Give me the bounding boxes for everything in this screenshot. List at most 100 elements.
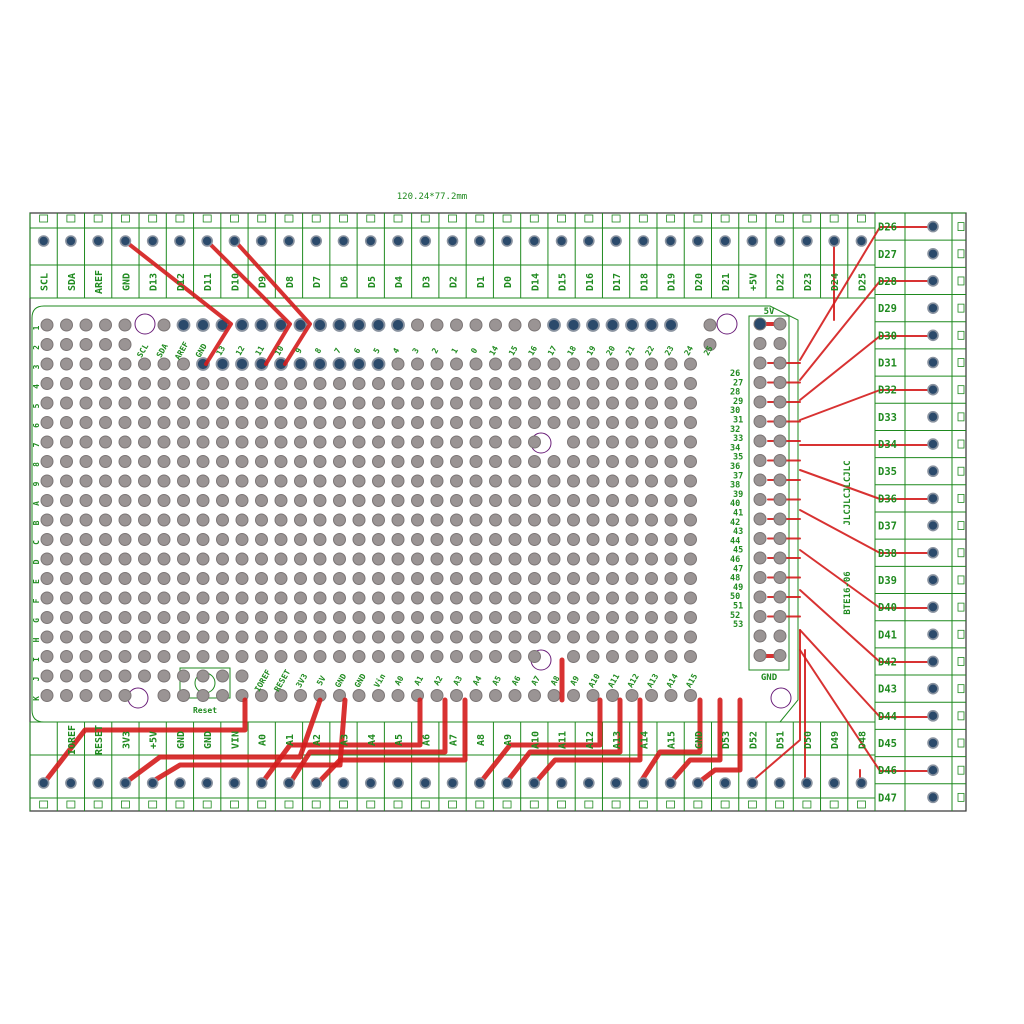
proto-hole bbox=[606, 630, 619, 644]
board-dimensions: 120.24*77.2mm bbox=[397, 192, 467, 202]
top-terminal-label: SDA bbox=[67, 273, 78, 291]
proto-hole bbox=[391, 435, 405, 449]
proto-hole bbox=[450, 474, 463, 488]
top-terminal-label: D7 bbox=[312, 276, 323, 288]
board-outline bbox=[29, 212, 967, 812]
proto-hole bbox=[79, 630, 93, 644]
proto-hole bbox=[177, 513, 190, 527]
proto-hole bbox=[606, 455, 619, 468]
double-header-label: 33 bbox=[733, 434, 743, 444]
proto-hole bbox=[99, 630, 112, 644]
proto-hole bbox=[684, 591, 697, 605]
proto-hole bbox=[235, 650, 249, 663]
proto-hole bbox=[645, 435, 658, 449]
proto-hole bbox=[411, 513, 424, 527]
proto-hole bbox=[79, 416, 93, 429]
trace bbox=[799, 469, 934, 500]
terminal-pad bbox=[746, 235, 759, 247]
double-header-label: 26 bbox=[730, 369, 740, 379]
terminal-pad bbox=[146, 777, 159, 789]
proto-hole bbox=[547, 611, 561, 624]
proto-hole bbox=[664, 630, 678, 644]
proto-hole bbox=[430, 396, 444, 410]
proto-hole bbox=[313, 377, 327, 390]
proto-hole bbox=[255, 513, 268, 527]
proto-grid bbox=[40, 318, 717, 702]
terminal-tab bbox=[121, 214, 130, 223]
terminal-tab bbox=[957, 657, 965, 666]
proto-hole bbox=[235, 435, 249, 449]
proto-hole bbox=[664, 572, 678, 585]
proto-hole bbox=[430, 591, 444, 605]
row-label: G bbox=[32, 618, 41, 623]
terminal-pad bbox=[310, 235, 323, 247]
proto-hole bbox=[625, 396, 639, 410]
terminal-pad bbox=[927, 546, 939, 559]
top-terminal-label: D14 bbox=[530, 273, 541, 291]
proto-hole bbox=[235, 591, 249, 605]
top-terminal-label: D10 bbox=[230, 273, 241, 291]
proto-hole bbox=[60, 455, 73, 468]
proto-hole bbox=[196, 377, 210, 390]
top-terminal-label: D18 bbox=[639, 273, 650, 291]
terminal-tab bbox=[638, 214, 648, 223]
proto-hole bbox=[645, 533, 658, 546]
proto-hole bbox=[508, 474, 522, 488]
bottom-terminal-label: A10 bbox=[530, 731, 541, 749]
proto-hole bbox=[528, 533, 541, 546]
proto-hole bbox=[371, 318, 386, 332]
terminal-tab bbox=[448, 214, 457, 223]
proto-hole bbox=[606, 552, 619, 566]
proto-hole bbox=[450, 611, 463, 624]
proto-hole bbox=[606, 416, 619, 429]
terminal-tab bbox=[957, 602, 965, 612]
proto-hole bbox=[40, 318, 54, 332]
proto-hole bbox=[118, 513, 132, 527]
header-label: A13 bbox=[645, 672, 660, 689]
proto-hole bbox=[99, 689, 112, 702]
header-label: GND bbox=[333, 672, 348, 689]
proto-hole bbox=[528, 357, 541, 371]
proto-hole bbox=[352, 689, 366, 702]
proto-hole bbox=[469, 377, 483, 390]
proto-hole bbox=[138, 591, 151, 605]
proto-hole bbox=[645, 474, 658, 488]
proto-hole bbox=[684, 494, 697, 507]
proto-hole bbox=[40, 630, 54, 644]
terminal-tab bbox=[202, 800, 212, 809]
proto-hole bbox=[489, 474, 502, 488]
terminal-tab bbox=[957, 385, 965, 395]
proto-hole bbox=[508, 513, 522, 527]
header-label: A10 bbox=[587, 672, 602, 689]
terminal-pad bbox=[337, 235, 350, 247]
proto-hole bbox=[352, 611, 366, 624]
terminal-tab bbox=[693, 214, 703, 223]
proto-hole bbox=[547, 318, 561, 332]
proto-hole bbox=[274, 572, 288, 585]
proto-hole bbox=[216, 416, 229, 429]
proto-hole bbox=[60, 611, 73, 624]
terminal-pad bbox=[692, 777, 704, 789]
terminal-tab bbox=[339, 800, 348, 809]
proto-hole bbox=[40, 474, 54, 488]
terminal-pad bbox=[927, 764, 939, 777]
proto-hole bbox=[332, 318, 347, 332]
top-terminal-label: D17 bbox=[612, 273, 623, 291]
proto-hole bbox=[60, 474, 73, 488]
proto-hole bbox=[118, 318, 132, 332]
proto-hole bbox=[60, 338, 73, 351]
proto-hole bbox=[99, 338, 112, 351]
proto-hole bbox=[430, 455, 444, 468]
proto-hole bbox=[196, 396, 210, 410]
proto-hole bbox=[352, 533, 366, 546]
proto-hole bbox=[118, 591, 132, 605]
proto-hole bbox=[138, 416, 151, 429]
proto-hole bbox=[567, 689, 580, 702]
proto-hole bbox=[625, 533, 639, 546]
header-label: 14 bbox=[488, 344, 501, 357]
proto-hole bbox=[235, 377, 249, 390]
proto-hole bbox=[566, 318, 581, 332]
proto-hole bbox=[645, 689, 658, 702]
proto-hole bbox=[177, 455, 190, 468]
proto-hole bbox=[411, 611, 424, 624]
